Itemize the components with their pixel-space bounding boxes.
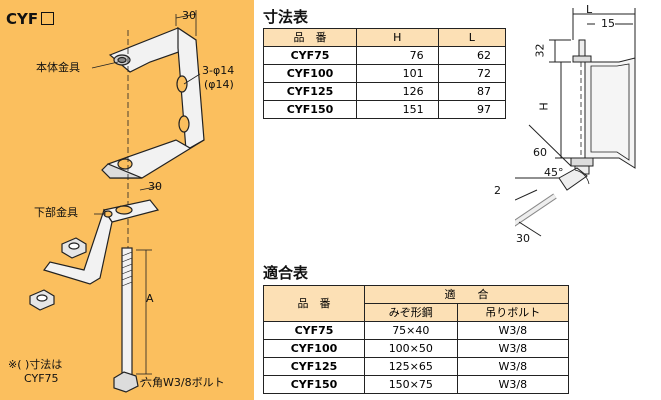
h-cell: 76 (356, 46, 439, 65)
channel-cell: 75×40 (364, 321, 458, 340)
note-label: ※( )寸法は (8, 358, 63, 371)
top-width-label: 30 (182, 9, 196, 22)
bolt-cell: W3/8 (456, 375, 570, 394)
compat-header-channel: みぞ形鋼 (364, 303, 458, 322)
dimension-table-title: 寸法表 (263, 8, 309, 26)
model-cell: CYF125 (263, 357, 365, 376)
channel-cell: 125×65 (364, 357, 458, 376)
lower-fitting-label: 下部金具 (34, 206, 78, 219)
holes-label-note: (φ14) (204, 78, 234, 91)
model-cell: CYF100 (263, 64, 357, 83)
dim-2-label: 2 (494, 184, 501, 197)
model-cell: CYF100 (263, 339, 365, 358)
header-model: 品 番 (263, 28, 357, 47)
assembly-panel: CYF 30 本体金具 3-φ14 (φ14) 30 下部金具 A ※( )寸法… (0, 0, 254, 400)
table-row: CYF75 75×40 W3/8 (263, 321, 570, 340)
bolt-cell: W3/8 (456, 339, 570, 358)
bolt-label: 六角W3/8ボルト (141, 376, 225, 389)
h-cell: 151 (356, 100, 439, 119)
note-model-label: CYF75 (24, 372, 59, 385)
model-cell: CYF150 (263, 100, 357, 119)
compat-table: 品 番 適 合 みぞ形鋼 吊りボルト CYF75 75×40 W3/8 CYF1… (263, 285, 570, 394)
l-cell: 72 (437, 64, 507, 83)
l-cell: 87 (437, 82, 507, 101)
dimension-lines (91, 10, 201, 383)
table-row: CYF125 126 87 (263, 82, 507, 101)
dim-30-label: 30 (516, 232, 530, 245)
dim-angle-label: 45° (544, 166, 564, 179)
compat-header-model: 品 番 (263, 285, 365, 322)
table-row: CYF150 151 97 (263, 100, 507, 119)
dim-32-label: 32 (533, 43, 547, 58)
product-title: CYF (6, 10, 55, 28)
table-row: CYF100 101 72 (263, 64, 507, 83)
channel-cell: 100×50 (364, 339, 458, 358)
header-l: L (437, 28, 507, 47)
dim-h-label: H (537, 102, 551, 111)
main-fitting-shape (101, 26, 205, 179)
dim-60-label: 60 (533, 146, 547, 159)
lower-width-label: 30 (148, 180, 162, 193)
bolt-cell: W3/8 (456, 321, 570, 340)
dim-15-label: 15 (601, 17, 615, 30)
main-fitting-label: 本体金具 (36, 61, 80, 74)
compat-header-group: 適 合 (364, 285, 569, 304)
dimension-drawing (515, 8, 636, 237)
bolt-cell: W3/8 (456, 357, 570, 376)
channel-cell: 150×75 (364, 375, 458, 394)
table-row: CYF75 76 62 (263, 46, 507, 65)
holes-label: 3-φ14 (202, 64, 235, 77)
l-cell: 62 (437, 46, 507, 65)
h-cell: 126 (356, 82, 439, 101)
model-cell: CYF125 (263, 82, 357, 101)
dim-l-label: L (586, 3, 593, 16)
nut-shapes (29, 237, 87, 311)
bolt-shape (113, 247, 139, 393)
model-cell: CYF75 (263, 321, 365, 340)
l-cell: 97 (437, 100, 507, 119)
model-box-icon (41, 12, 55, 25)
dimension-table: 品 番 H L CYF75 76 62 CYF100 101 72 CYF125… (263, 28, 507, 119)
table-row: CYF125 125×65 W3/8 (263, 357, 570, 376)
h-cell: 101 (356, 64, 439, 83)
exploded-assembly-drawing (29, 10, 205, 393)
compat-table-title: 適合表 (263, 264, 309, 282)
dim-a-label: A (146, 292, 154, 305)
lower-fitting-shape (43, 199, 160, 285)
header-h: H (356, 28, 439, 47)
table-row: CYF100 100×50 W3/8 (263, 339, 570, 358)
model-cell: CYF150 (263, 375, 365, 394)
model-cell: CYF75 (263, 46, 357, 65)
compat-header-bolt: 吊りボルト (456, 303, 570, 322)
table-row: CYF150 150×75 W3/8 (263, 375, 570, 394)
